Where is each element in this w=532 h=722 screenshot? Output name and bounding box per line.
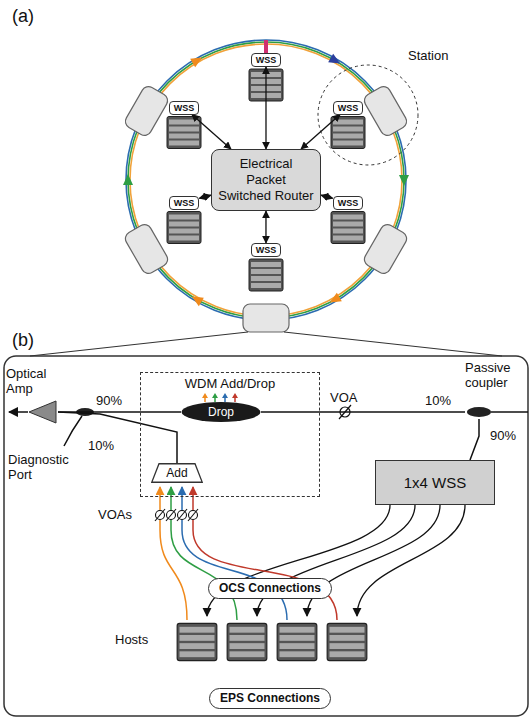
wss-label: WSS xyxy=(338,102,359,114)
packet-link xyxy=(199,195,211,198)
packet-link xyxy=(265,67,266,149)
drop-label: Drop xyxy=(181,401,261,423)
packet-link xyxy=(192,115,231,150)
packet-link xyxy=(265,211,266,243)
fiber xyxy=(9,412,528,446)
amp-label: Optical Amp xyxy=(6,366,58,396)
wss-box: WSS xyxy=(333,101,364,115)
split-ratio: 90% xyxy=(490,428,516,443)
amp-triangle xyxy=(28,400,57,424)
tag-label: OCS Connections xyxy=(219,581,321,596)
wss-box: WSS xyxy=(169,101,200,115)
wss-label: WSS xyxy=(174,102,195,114)
wss-label: 1x4 WSS xyxy=(404,474,467,491)
coupler-shape xyxy=(465,405,493,419)
panel-label: (a) xyxy=(12,6,34,26)
station-label: Station xyxy=(408,48,448,63)
add-multiplexer: Add xyxy=(151,463,203,483)
group-heading: WDM Add/Drop xyxy=(141,376,319,391)
optical-amplifier: Optical Amp xyxy=(6,366,58,424)
fiber-link xyxy=(261,411,465,413)
connection-tag: OCS Connections xyxy=(208,578,332,599)
wss-box: WSS xyxy=(169,196,200,210)
hosts-label: Hosts xyxy=(115,632,148,647)
add-label: Add xyxy=(151,463,203,483)
add-fiber xyxy=(160,487,337,620)
packet-link xyxy=(301,115,340,150)
dropped-channel xyxy=(202,393,238,402)
split-ratio: 90% xyxy=(96,393,122,408)
station-outline xyxy=(318,65,418,165)
ring-arrow xyxy=(123,53,409,307)
voa-label: VOA xyxy=(330,390,357,405)
connection-tag: EPS Connections xyxy=(209,688,331,709)
split-ratio: 10% xyxy=(425,393,451,408)
tag-label: EPS Connections xyxy=(220,691,320,706)
drop-filter: Drop xyxy=(181,401,261,423)
wss-box: WSS xyxy=(333,196,364,210)
wss-label: WSS xyxy=(174,197,195,209)
router-box: Electrical Packet Switched Router xyxy=(211,149,321,211)
station-panel xyxy=(4,356,528,716)
fiber-ring xyxy=(126,40,406,320)
wss-switch: 1x4 WSS xyxy=(375,460,495,505)
wss-box: WSS xyxy=(251,53,282,67)
wss-label: WSS xyxy=(256,54,277,66)
voa-symbol xyxy=(155,509,198,521)
passive-coupler: Passive coupler xyxy=(465,360,527,419)
fiber-link xyxy=(58,412,177,463)
zoom-line xyxy=(30,332,502,356)
wss-label: WSS xyxy=(256,244,277,256)
fiber-stub xyxy=(264,40,268,53)
port-label: Diagnostic Port xyxy=(8,452,78,482)
fiber-link xyxy=(470,419,479,460)
wss-box: WSS xyxy=(251,243,282,257)
wss-label: WSS xyxy=(338,197,359,209)
host-server xyxy=(177,623,367,660)
panel-label: (b) xyxy=(12,330,34,350)
router-label: Electrical Packet Switched Router xyxy=(218,156,314,204)
split-ratio: 10% xyxy=(88,438,114,453)
wdm-add-drop: WDM Add/DropDropAdd xyxy=(140,372,320,497)
voa-label: VOAs xyxy=(98,507,132,522)
coupler-label: Passive coupler xyxy=(465,360,527,390)
ocs-fiber xyxy=(207,505,465,616)
packet-link xyxy=(321,195,333,198)
